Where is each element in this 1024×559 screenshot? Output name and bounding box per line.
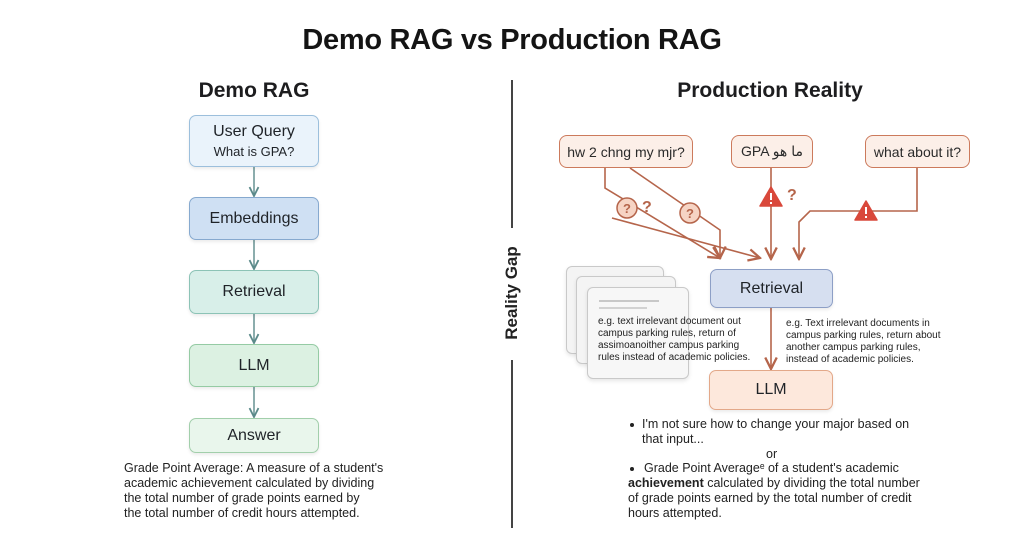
embeddings-label: Embeddings: [209, 209, 299, 227]
answer-line: academic achievement calculated by divid…: [124, 476, 375, 490]
page-title: Demo RAG vs Production RAG: [302, 24, 722, 56]
production-retrieval-box: Retrieval: [710, 269, 833, 308]
production-llm-label: LLM: [755, 381, 787, 398]
question-circle-icon: ?: [679, 202, 701, 224]
doc-line: assimoanoither campus parking: [598, 340, 740, 351]
demo-heading: Demo RAG: [198, 79, 310, 102]
embeddings-box: Embeddings: [189, 197, 319, 240]
question-circle-icon: ?: [616, 197, 638, 219]
svg-text:?: ?: [686, 206, 694, 221]
output-option-2: achievement calculated by dividing the t…: [628, 476, 968, 521]
doc-line: e.g. text irrelevant document out: [598, 316, 741, 327]
answer-label: Answer: [227, 426, 281, 444]
question-mark-1: ?: [642, 199, 652, 216]
demo-answer-text: Grade Point Average: A measure of a stud…: [124, 461, 424, 521]
arrow-q1-retrieval-c: [611, 217, 760, 258]
user-query-box: User Query What is GPA?: [189, 115, 319, 167]
query-bubble-vague: what about it?: [865, 135, 970, 168]
document-text: e.g. text irrelevant document out campus…: [598, 316, 798, 364]
note-line: another campus parking rules,: [786, 342, 921, 353]
question-mark-2: ?: [787, 187, 797, 204]
doc-line: campus parking rules, return of: [598, 328, 736, 339]
llm-box: LLM: [189, 344, 319, 387]
output-line: I'm not sure how to change your major ba…: [642, 417, 910, 431]
answer-line: the total number of grade points earned …: [124, 491, 360, 505]
output-line: hours attempted.: [628, 506, 722, 520]
output-bold-word: achievement: [628, 476, 704, 490]
divider-top: [511, 80, 513, 228]
arrow-q1-retrieval-b: [629, 167, 720, 258]
output-line: of grade points earned by the total numb…: [628, 491, 912, 505]
user-query-label: User Query: [213, 123, 295, 140]
arrow-q1-retrieval-a: [604, 168, 720, 258]
user-query-example: What is GPA?: [213, 144, 295, 159]
output-option-1: I'm not sure how to change your major ba…: [642, 417, 972, 447]
warning-triangle-icon: [854, 200, 878, 221]
retrieval-label: Retrieval: [222, 283, 286, 300]
answer-line: Grade Point Average: A measure of a stud…: [124, 461, 384, 475]
doc-line: rules instead of academic policies.: [598, 352, 751, 363]
query-bubble-arabic: GPA ما هو: [731, 135, 813, 168]
note-line: instead of academic policies.: [786, 354, 914, 365]
arrow-q3-retrieval: [799, 168, 918, 259]
production-llm-box: LLM: [709, 370, 833, 410]
or-label: or: [766, 447, 778, 461]
retrieval-note: e.g. Text irrelevant documents in campus…: [786, 318, 986, 366]
divider-bottom: [511, 360, 513, 528]
bullet-dot: [630, 467, 634, 471]
warning-triangle-icon: [759, 186, 783, 207]
bullet-dot: [630, 423, 634, 427]
output-line: that input...: [642, 432, 704, 446]
production-retrieval-label: Retrieval: [739, 279, 804, 297]
answer-line: the total number of credit hours attempt…: [124, 506, 360, 520]
document-icon: [587, 287, 689, 379]
query-bubble-typo: hw 2 chng my mjr?: [559, 135, 693, 168]
retrieval-box: Retrieval: [189, 270, 319, 314]
output-line: calculated by dividing the total number: [707, 476, 920, 490]
production-heading: Production Reality: [677, 79, 863, 102]
svg-text:?: ?: [623, 201, 631, 216]
output-option-2-first: Grade Point Averageᵉ of a student's acad…: [644, 461, 899, 475]
answer-box: Answer: [189, 418, 319, 453]
llm-label: LLM: [238, 356, 270, 374]
note-line: e.g. Text irrelevant documents in: [786, 318, 930, 329]
note-line: campus parking rules, return about: [786, 330, 941, 341]
